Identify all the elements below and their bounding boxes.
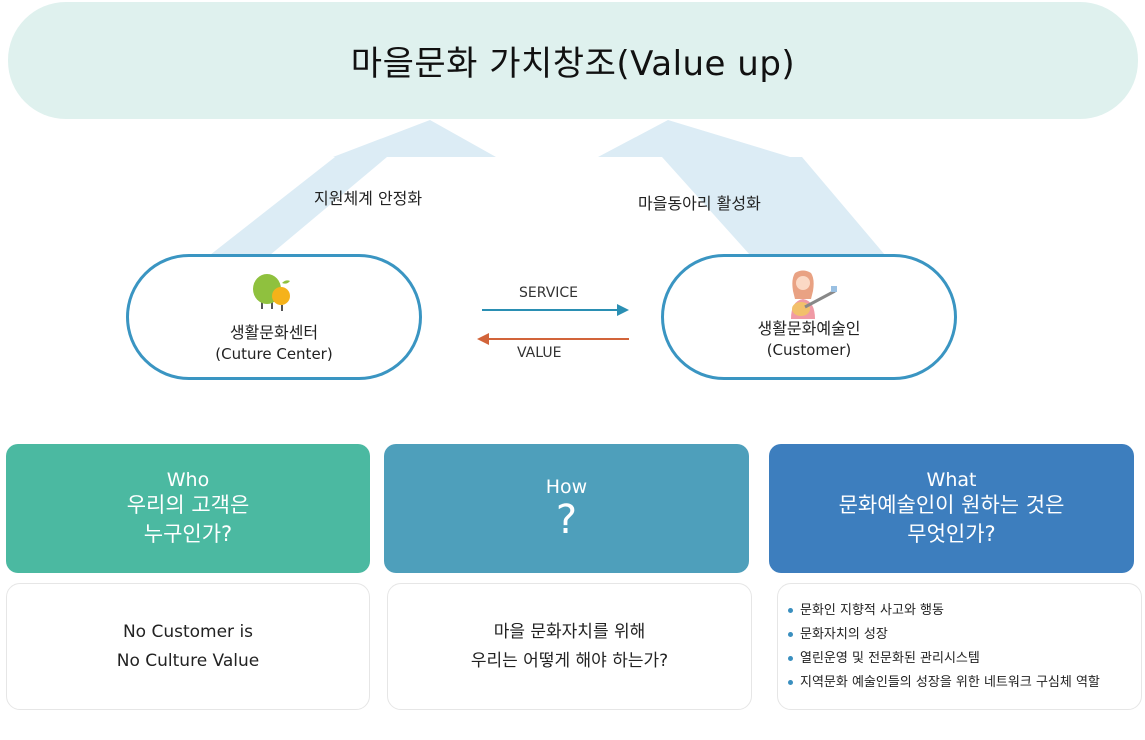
who-answer-box: No Customer is No Culture Value [6,583,370,710]
who-answer: No Customer is No Culture Value [116,621,260,671]
list-item: 지역문화 예술인들의 성장을 위한 네트워크 구심체 역할 [788,671,1100,695]
list-item: 문화인 지향적 사고와 행동 [788,599,1100,623]
guitar-player-icon [664,269,954,319]
value-label: VALUE [517,345,562,361]
culture-center-sub: (Cuture Center) [215,345,333,363]
how-answer: 마을 문화자치를 위해 우리는 어떻게 해야 하는가? [470,621,669,671]
who-card: Who 우리의 고객은 누구인가? [6,444,370,573]
right-up-arrow [598,120,885,255]
how-label: How [545,475,588,498]
right-arrow-label: 마을동아리 활성화 [638,194,761,213]
tree-icon [129,269,419,315]
who-question: 우리의 고객은 누구인가? [126,492,250,546]
service-label: SERVICE [519,285,579,301]
list-item: 문화자치의 성장 [788,623,1100,647]
what-answer-box: 문화인 지향적 사고와 행동 문화자치의 성장 열린운영 및 전문화된 관리시스… [777,583,1142,710]
what-card: What 문화예술인이 원하는 것은 무엇인가? [769,444,1134,573]
list-item: 열린운영 및 전문화된 관리시스템 [788,647,1100,671]
who-label: Who [166,468,210,491]
how-card: How ? [384,444,749,573]
customer-node: 생활문화예술인 (Customer) [661,254,957,380]
what-answer-list: 문화인 지향적 사고와 행동 문화자치의 성장 열린운영 및 전문화된 관리시스… [788,599,1100,695]
value-up-banner: 마을문화 가치창조(Value up) [8,2,1138,119]
service-arrow-head [617,304,629,316]
what-question: 문화예술인이 원하는 것은 무엇인가? [838,492,1065,546]
customer-name: 생활문화예술인 [757,319,861,338]
what-label: What [926,468,977,491]
how-question: ? [555,496,578,543]
culture-center-name: 생활문화센터 [229,323,319,342]
left-arrow-label: 지원체계 안정화 [314,189,423,208]
value-arrow-head [477,333,489,345]
how-answer-box: 마을 문화자치를 위해 우리는 어떻게 해야 하는가? [387,583,752,710]
customer-sub: (Customer) [766,341,852,359]
left-up-arrow [210,120,496,255]
culture-center-node: 생활문화센터 (Cuture Center) [126,254,422,380]
banner-title: 마을문화 가치창조(Value up) [350,44,796,84]
